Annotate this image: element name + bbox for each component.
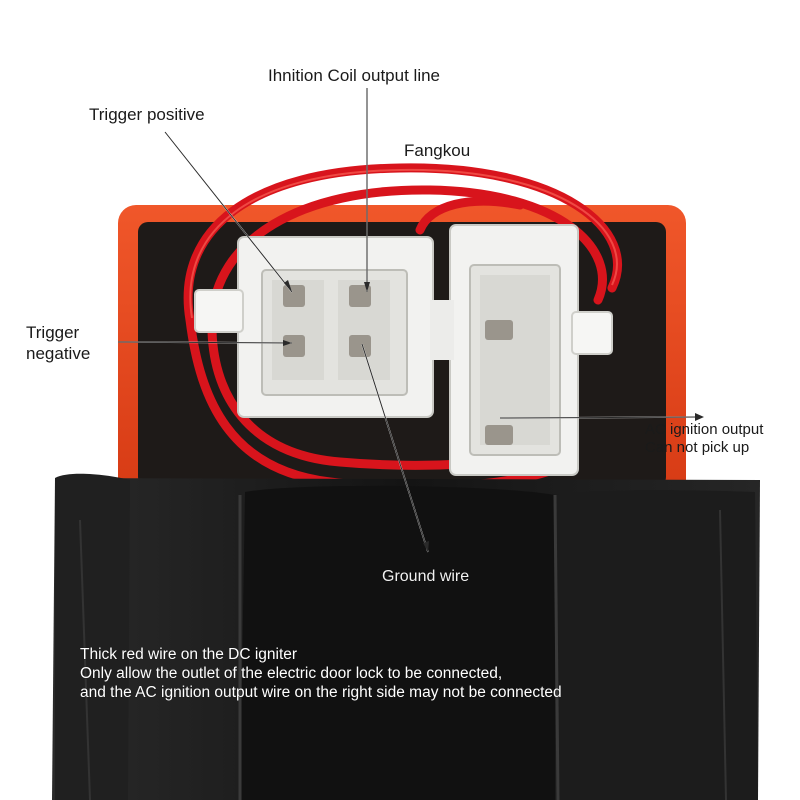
- note-line-1: Thick red wire on the DC igniter: [80, 646, 298, 663]
- label-ignition-coil: Ihnition Coil output line: [268, 66, 441, 85]
- pin: [349, 335, 371, 357]
- pin: [485, 425, 513, 445]
- label-trigger-negative-2: negative: [26, 344, 91, 363]
- label-ac-output-1: AC ignition output: [645, 421, 764, 438]
- label-fangkou: Fangkou: [404, 141, 471, 160]
- pin: [283, 285, 305, 307]
- pin: [349, 285, 371, 307]
- pin: [283, 335, 305, 357]
- label-ac-output-2: Can not pick up: [645, 439, 750, 456]
- label-trigger-positive: Trigger positive: [89, 105, 205, 124]
- pin: [485, 320, 513, 340]
- label-ground-wire: Ground wire: [382, 568, 470, 585]
- note-line-3: and the AC ignition output wire on the r…: [80, 684, 562, 701]
- wiring-note: Thick red wire on the DC igniter Only al…: [80, 645, 770, 702]
- note-line-2: Only allow the outlet of the electric do…: [80, 665, 503, 682]
- black-tape: [52, 473, 760, 800]
- label-trigger-negative-1: Trigger: [26, 323, 80, 342]
